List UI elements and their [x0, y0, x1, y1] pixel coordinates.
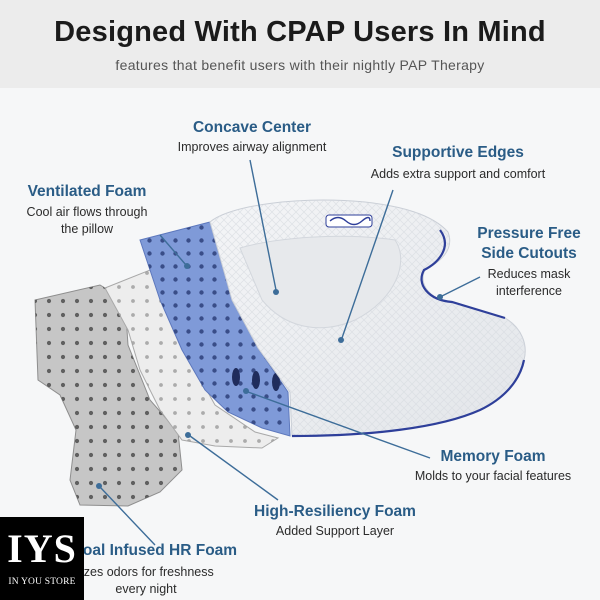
- store-logo: IYS IN YOU STORE: [0, 517, 84, 600]
- page-title: Designed With CPAP Users In Mind: [54, 16, 546, 48]
- pressure-free-title-1: Pressure Free: [477, 225, 581, 242]
- store-logo-mark: IYS: [7, 526, 77, 571]
- pressure-free-desc-2: interference: [495, 284, 562, 298]
- supportive-edges-title: Supportive Edges: [392, 144, 524, 161]
- memory-foam-title: Memory Foam: [440, 448, 546, 465]
- ventilated-foam-desc-2: the pillow: [60, 222, 114, 236]
- charcoal-foam-desc-1: lizes odors for freshness: [78, 565, 214, 579]
- pressure-free-desc-1: Reduces mask: [487, 267, 571, 281]
- leader-lines: [96, 159, 481, 546]
- store-logo-name: IN YOU STORE: [8, 577, 76, 587]
- charcoal-foam-title: oal Infused HR Foam: [82, 542, 238, 559]
- hr-foam-title: High-Resiliency Foam: [254, 503, 416, 520]
- pressure-free-title-2: Side Cutouts: [481, 245, 577, 262]
- supportive-edges-desc: Adds extra support and comfort: [370, 167, 546, 181]
- header-band: Designed With CPAP Users In Mind feature…: [0, 0, 600, 88]
- memory-foam-desc: Molds to your facial features: [414, 469, 572, 483]
- pillow-cover: [209, 199, 526, 438]
- concave-center-desc: Improves airway alignment: [177, 140, 327, 154]
- ventilated-foam-title: Ventilated Foam: [27, 183, 147, 200]
- concave-center-title: Concave Center: [192, 119, 311, 136]
- charcoal-foam-desc-2: every night: [115, 582, 177, 596]
- page-subtitle: features that benefit users with their n…: [115, 57, 485, 73]
- ventilated-foam-desc-1: Cool air flows through: [26, 205, 148, 219]
- hr-foam-desc: Added Support Layer: [275, 524, 395, 538]
